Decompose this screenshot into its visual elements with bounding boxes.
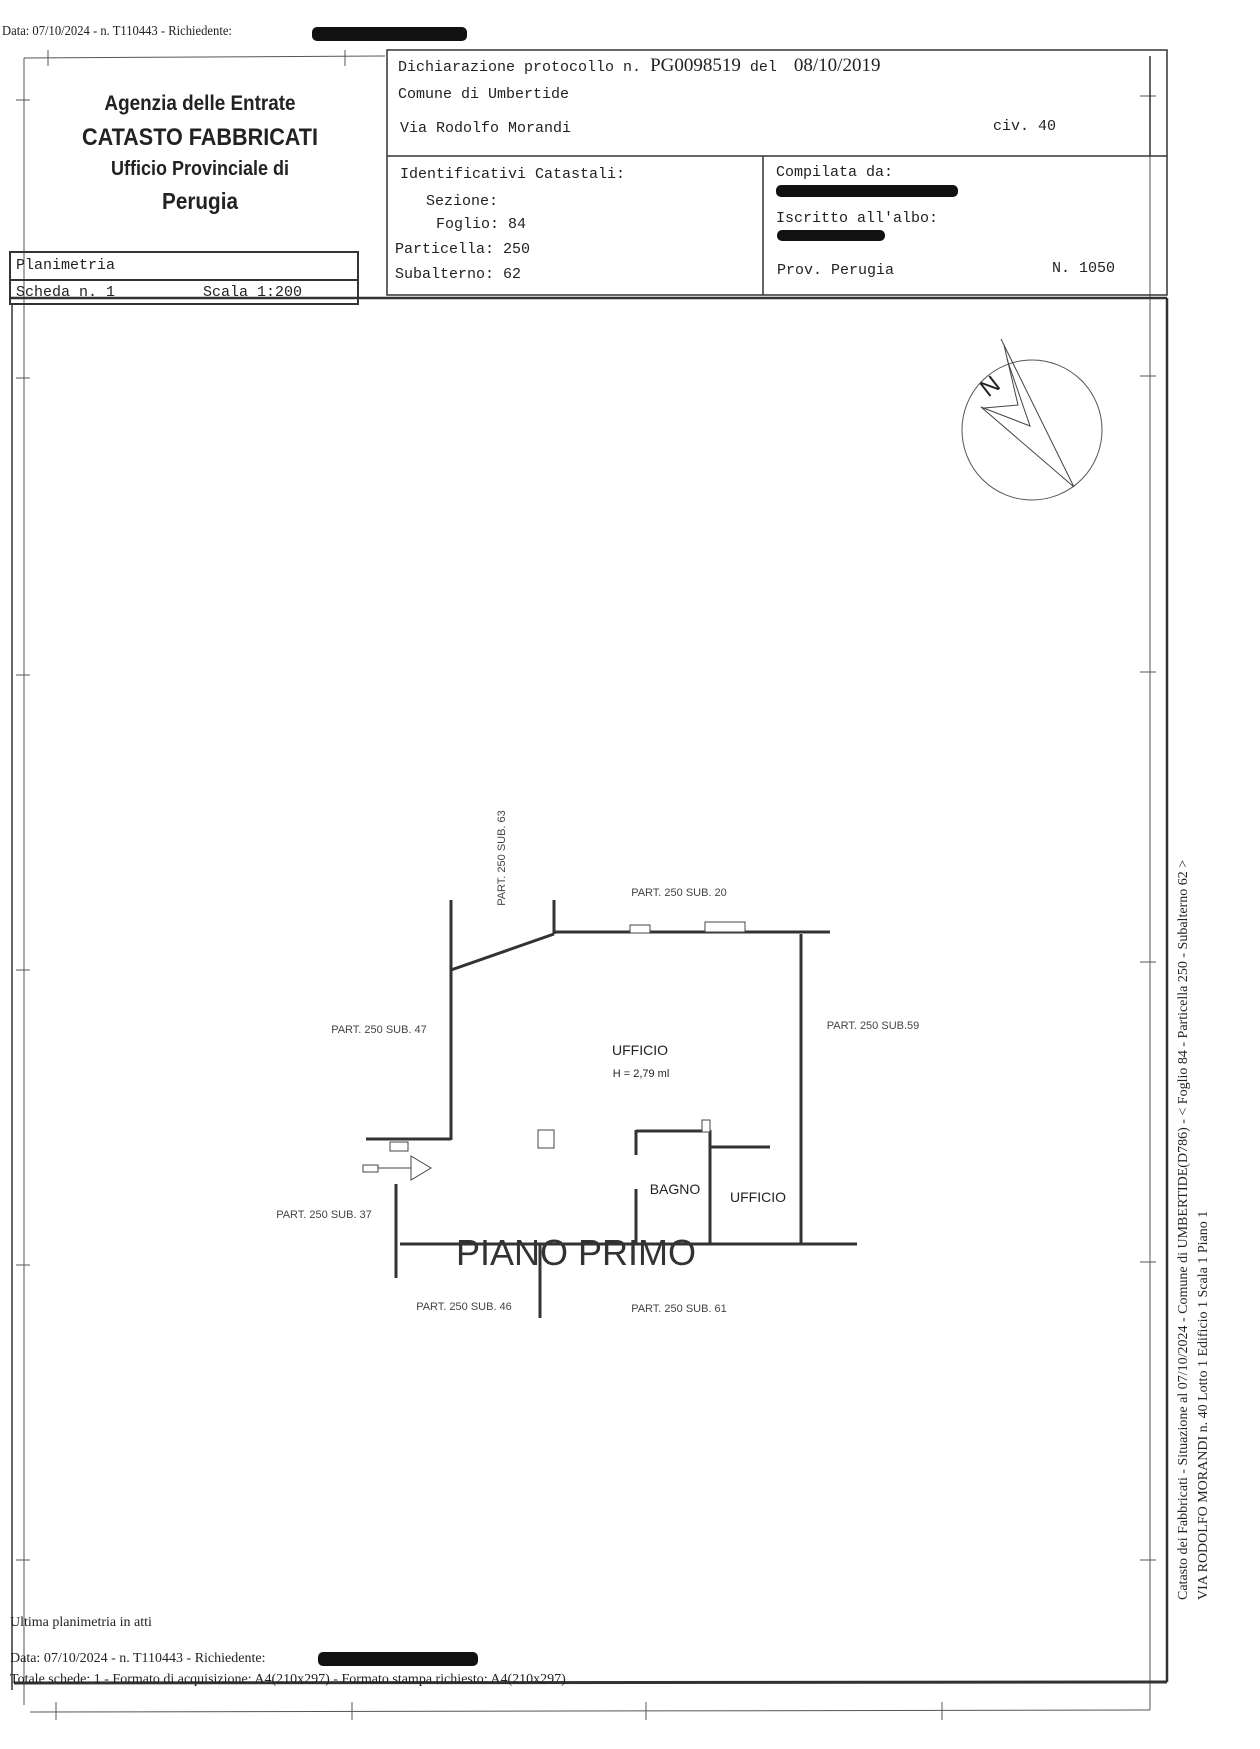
redacted-compiler <box>776 185 958 197</box>
sheet-scale: Scala 1:200 <box>203 284 303 301</box>
foglio: Foglio: 84 <box>436 216 527 233</box>
protocol-number: PG0098519 <box>650 55 741 76</box>
shaft <box>701 1119 711 1133</box>
footer-totals: Totale schede: 1 - Formato di acquisizio… <box>10 1672 566 1687</box>
province: Prov. Perugia <box>777 262 895 279</box>
catasto-title: CATASTO FABBRICATI <box>82 124 318 151</box>
label-sub61: PART. 250 SUB. 61 <box>631 1303 727 1315</box>
declaration-line: Dichiarazione protocollo n. PG0098519 de… <box>398 55 880 77</box>
footer-last-plan: Ultima planimetria in atti <box>10 1615 152 1630</box>
registration-number: N. 1050 <box>1052 260 1116 277</box>
declaration-date: 08/10/2019 <box>793 55 881 76</box>
footer-request: Data: 07/10/2024 - n. T110443 - Richiede… <box>10 1651 266 1666</box>
window <box>704 921 746 933</box>
label-sub63: PART. 250 SUB. 63 <box>496 810 508 906</box>
particella: Particella: 250 <box>395 241 531 258</box>
subalterno: Subalterno: 62 <box>395 266 522 283</box>
room-ufficio-2: UFFICIO <box>730 1189 786 1205</box>
room-height: H = 2,79 ml <box>612 1068 670 1080</box>
window <box>629 924 651 934</box>
entrance-arrow-icon <box>410 1155 432 1181</box>
floor-title: PIANO PRIMO <box>455 1232 697 1273</box>
identifiers-heading: Identificativi Catastali: <box>400 166 626 183</box>
label-sub20: PART. 250 SUB. 20 <box>631 887 727 899</box>
entrance-marker <box>362 1164 379 1173</box>
room-ufficio: UFFICIO <box>612 1042 668 1058</box>
declaration-prefix: Dichiarazione protocollo n. <box>398 59 642 76</box>
office-city: Perugia <box>162 188 238 214</box>
column <box>537 1129 555 1149</box>
label-sub59: PART. 250 SUB.59 <box>826 1020 920 1032</box>
redacted-footer-requester <box>318 1652 478 1666</box>
request-header: Data: 07/10/2024 - n. T110443 - Richiede… <box>2 24 232 39</box>
compilata-label: Compilata da: <box>776 164 894 181</box>
room-bagno: BAGNO <box>649 1181 701 1197</box>
door-jamb <box>389 1141 409 1152</box>
address: Via Rodolfo Morandi <box>400 120 572 137</box>
sheet-number: Scheda n. 1 <box>16 284 116 301</box>
sheet-type: Planimetria <box>16 257 116 274</box>
office-label: Ufficio Provinciale di <box>110 158 290 180</box>
wall <box>450 932 555 972</box>
sezione: Sezione: <box>426 193 499 210</box>
redacted-albo <box>777 230 885 241</box>
side-caption-2: VIA RODOLFO MORANDI n. 40 Lotto 1 Edific… <box>1196 1210 1211 1600</box>
civic-number: civ. 40 <box>993 118 1057 135</box>
agency-name: Agenzia delle Entrate <box>104 92 296 115</box>
compass-circle <box>961 359 1103 501</box>
del-label: del <box>749 59 777 76</box>
comune: Comune di Umbertide <box>398 86 570 103</box>
label-sub46: PART. 250 SUB. 46 <box>416 1301 512 1313</box>
label-sub47: PART. 250 SUB. 47 <box>331 1024 427 1036</box>
north-arrow-icon <box>980 338 1075 488</box>
label-sub37: PART. 250 SUB. 37 <box>276 1209 372 1221</box>
side-caption-1: Catasto dei Fabbricati - Situazione al 0… <box>1176 859 1191 1600</box>
albo-label: Iscritto all'albo: <box>776 210 939 227</box>
redacted-requester <box>312 27 467 41</box>
